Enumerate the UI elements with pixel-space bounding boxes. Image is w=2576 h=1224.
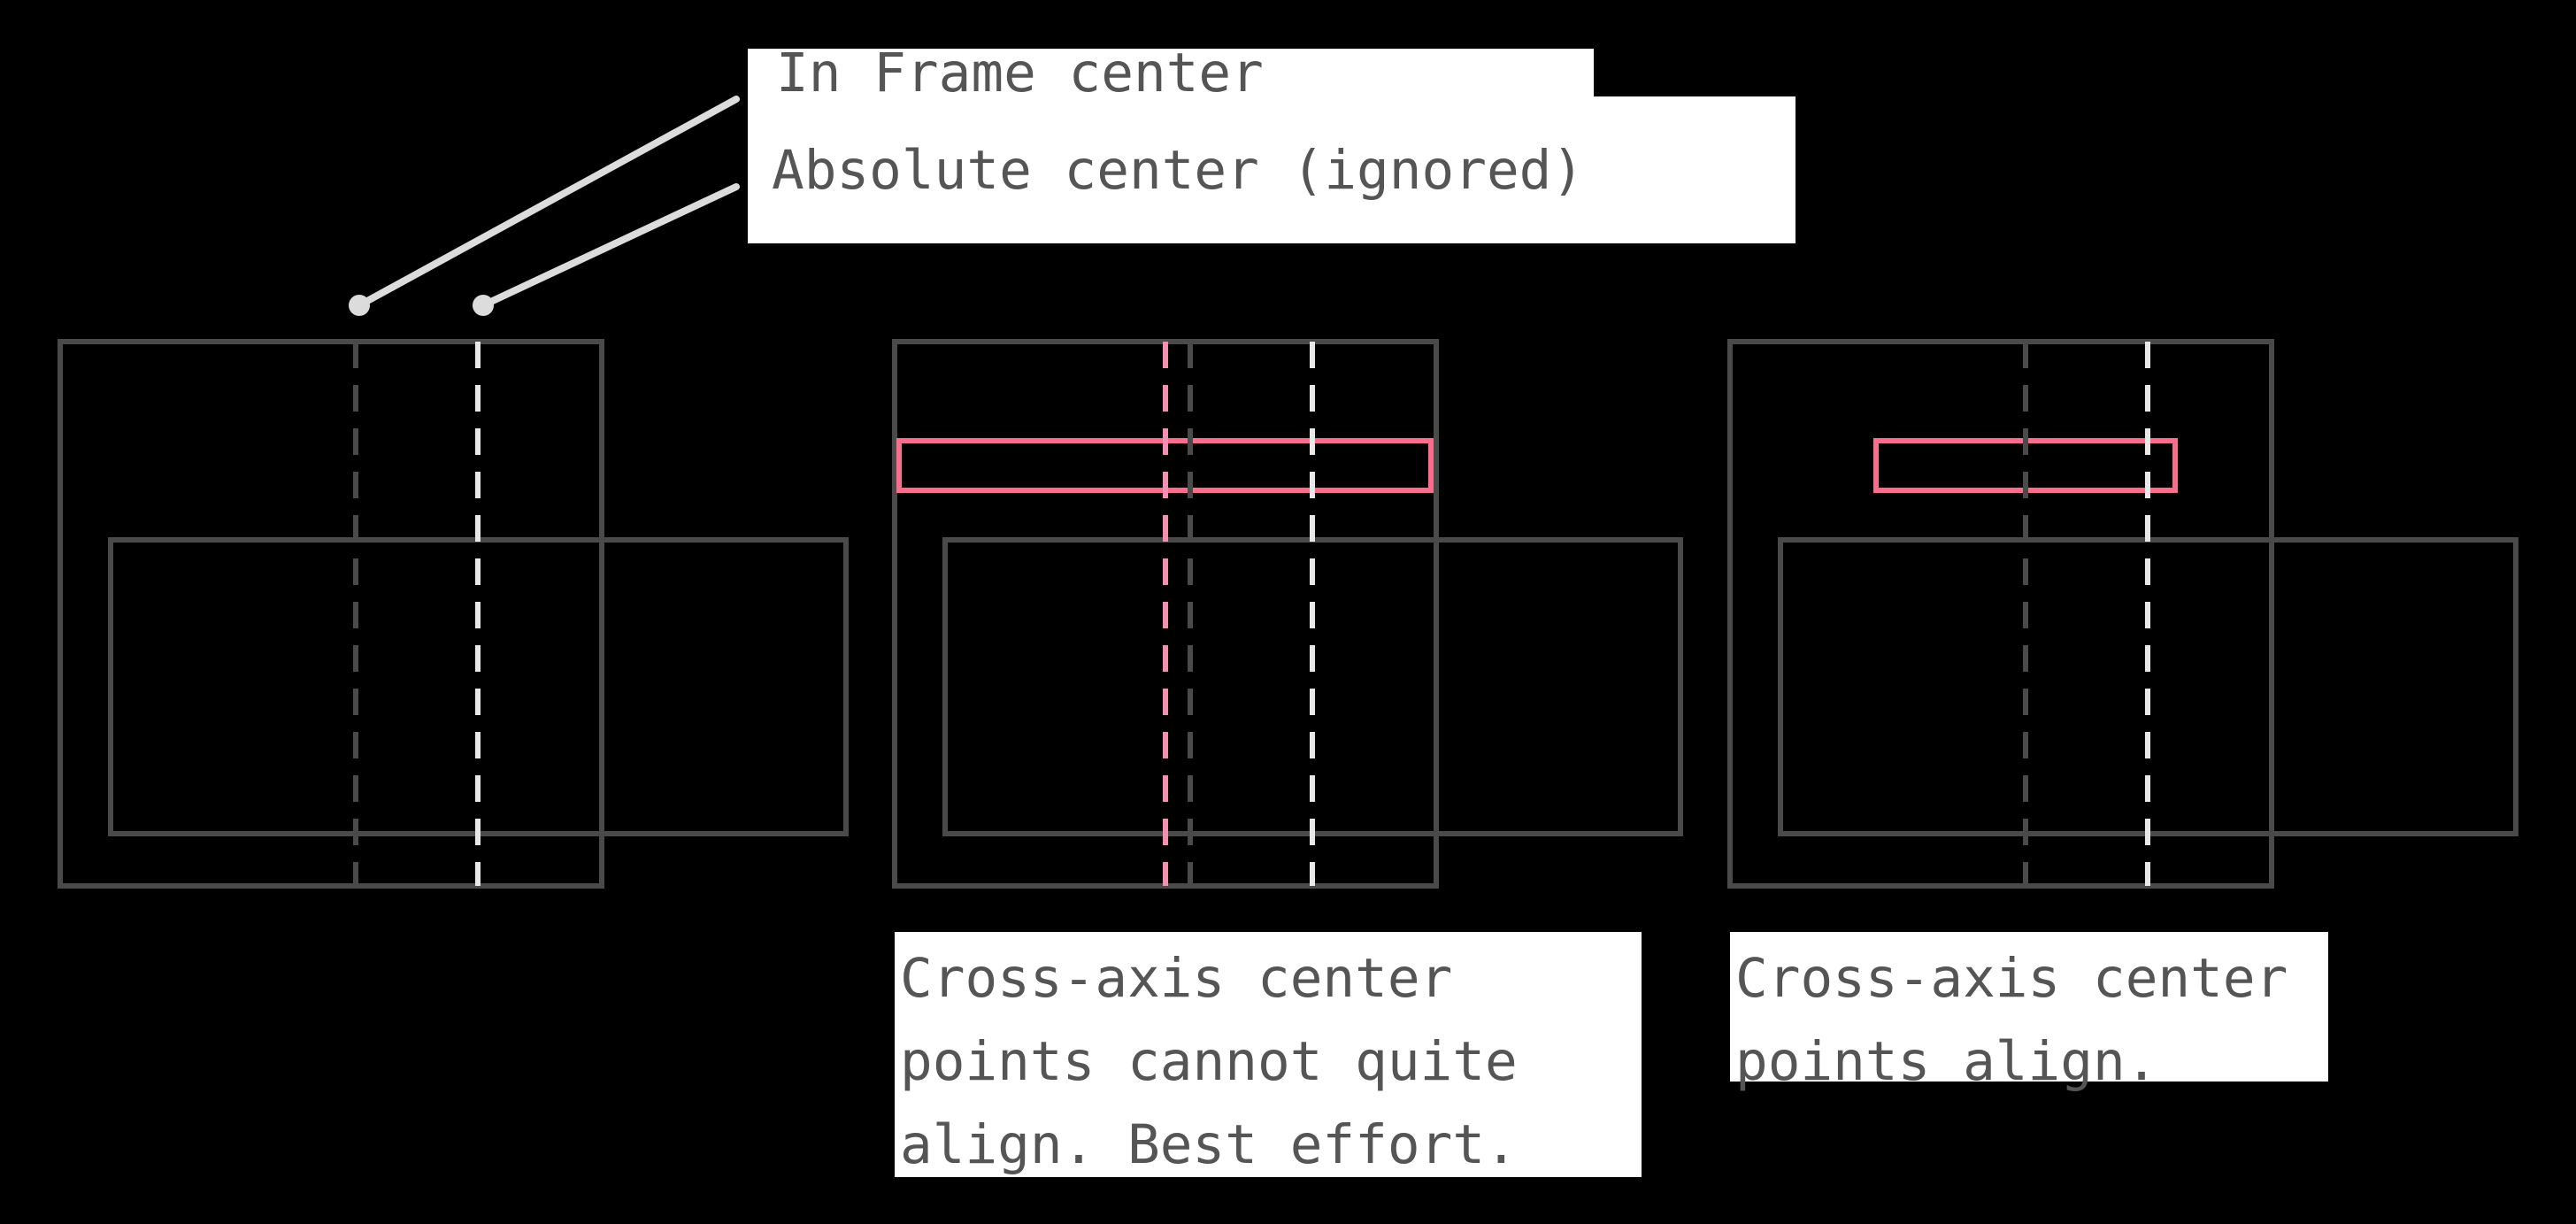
label-in-frame-center: In Frame center bbox=[748, 42, 1594, 104]
caption-right-panel: Cross-axis center points align. bbox=[1730, 932, 2328, 1093]
annotation-leaders bbox=[349, 96, 740, 316]
leader-dot-absolute-center bbox=[473, 295, 494, 316]
label-absolute-center: Absolute center (ignored) bbox=[748, 96, 1796, 243]
panel-middle bbox=[892, 339, 1683, 889]
caption-middle-panel: Cross-axis center points cannot quite al… bbox=[895, 932, 1642, 1177]
frame-rect bbox=[58, 339, 604, 889]
leader-dot-in-frame-center bbox=[349, 295, 370, 316]
leader-line-in-frame-center bbox=[356, 96, 740, 309]
panel-left bbox=[58, 339, 849, 889]
panel-right bbox=[1727, 339, 2518, 889]
frame-rect bbox=[1727, 339, 2274, 889]
leader-line-absolute-center bbox=[480, 183, 740, 309]
